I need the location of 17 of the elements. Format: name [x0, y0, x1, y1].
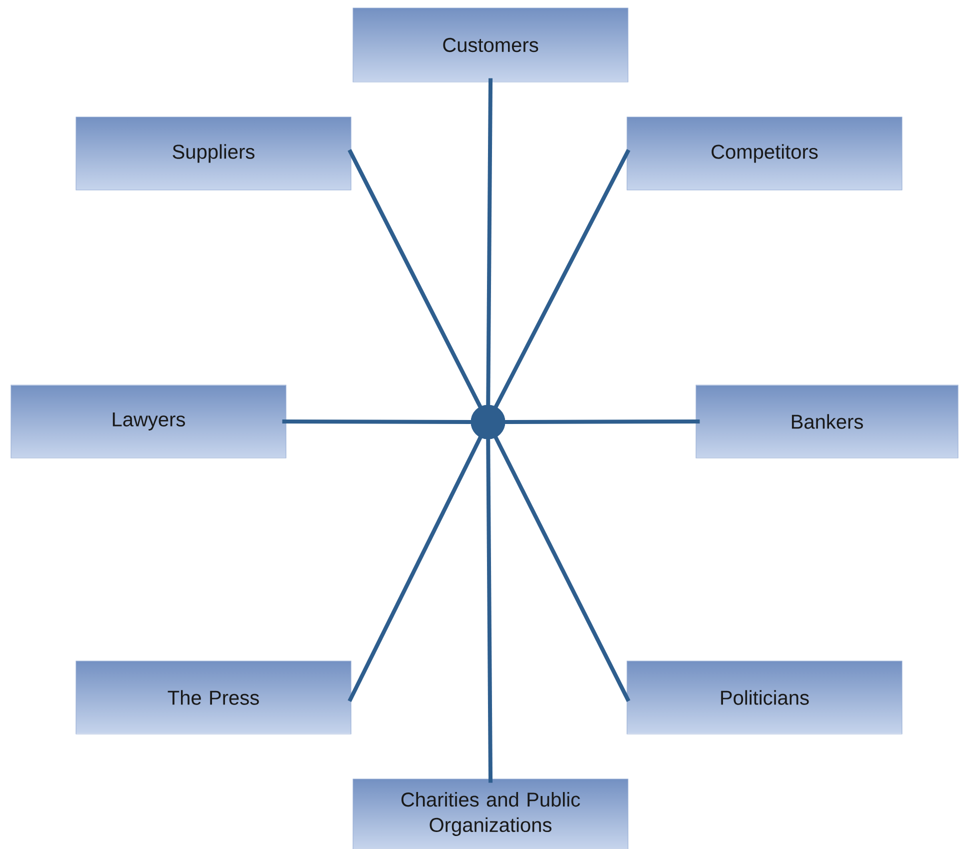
stakeholder-box: The Press	[76, 660, 352, 734]
connector-line	[348, 435, 483, 702]
stakeholder-box: Politicians	[626, 660, 902, 734]
stakeholder-box: Suppliers	[76, 116, 352, 190]
hub-circle	[470, 404, 506, 440]
stakeholder-box: Competitors	[626, 116, 902, 190]
connector-line	[494, 149, 630, 409]
stakeholder-box: Customers	[352, 8, 628, 82]
connector-line	[486, 438, 493, 783]
connector-line	[493, 435, 630, 702]
connector-line	[282, 420, 472, 424]
stakeholder-box: Charities and Public Organizations	[352, 778, 628, 849]
stakeholder-box: Bankers	[696, 384, 958, 458]
stakeholder-box: Lawyers	[10, 384, 286, 458]
connector-line	[504, 420, 700, 424]
connector-line	[486, 78, 493, 406]
connector-line	[348, 149, 483, 409]
